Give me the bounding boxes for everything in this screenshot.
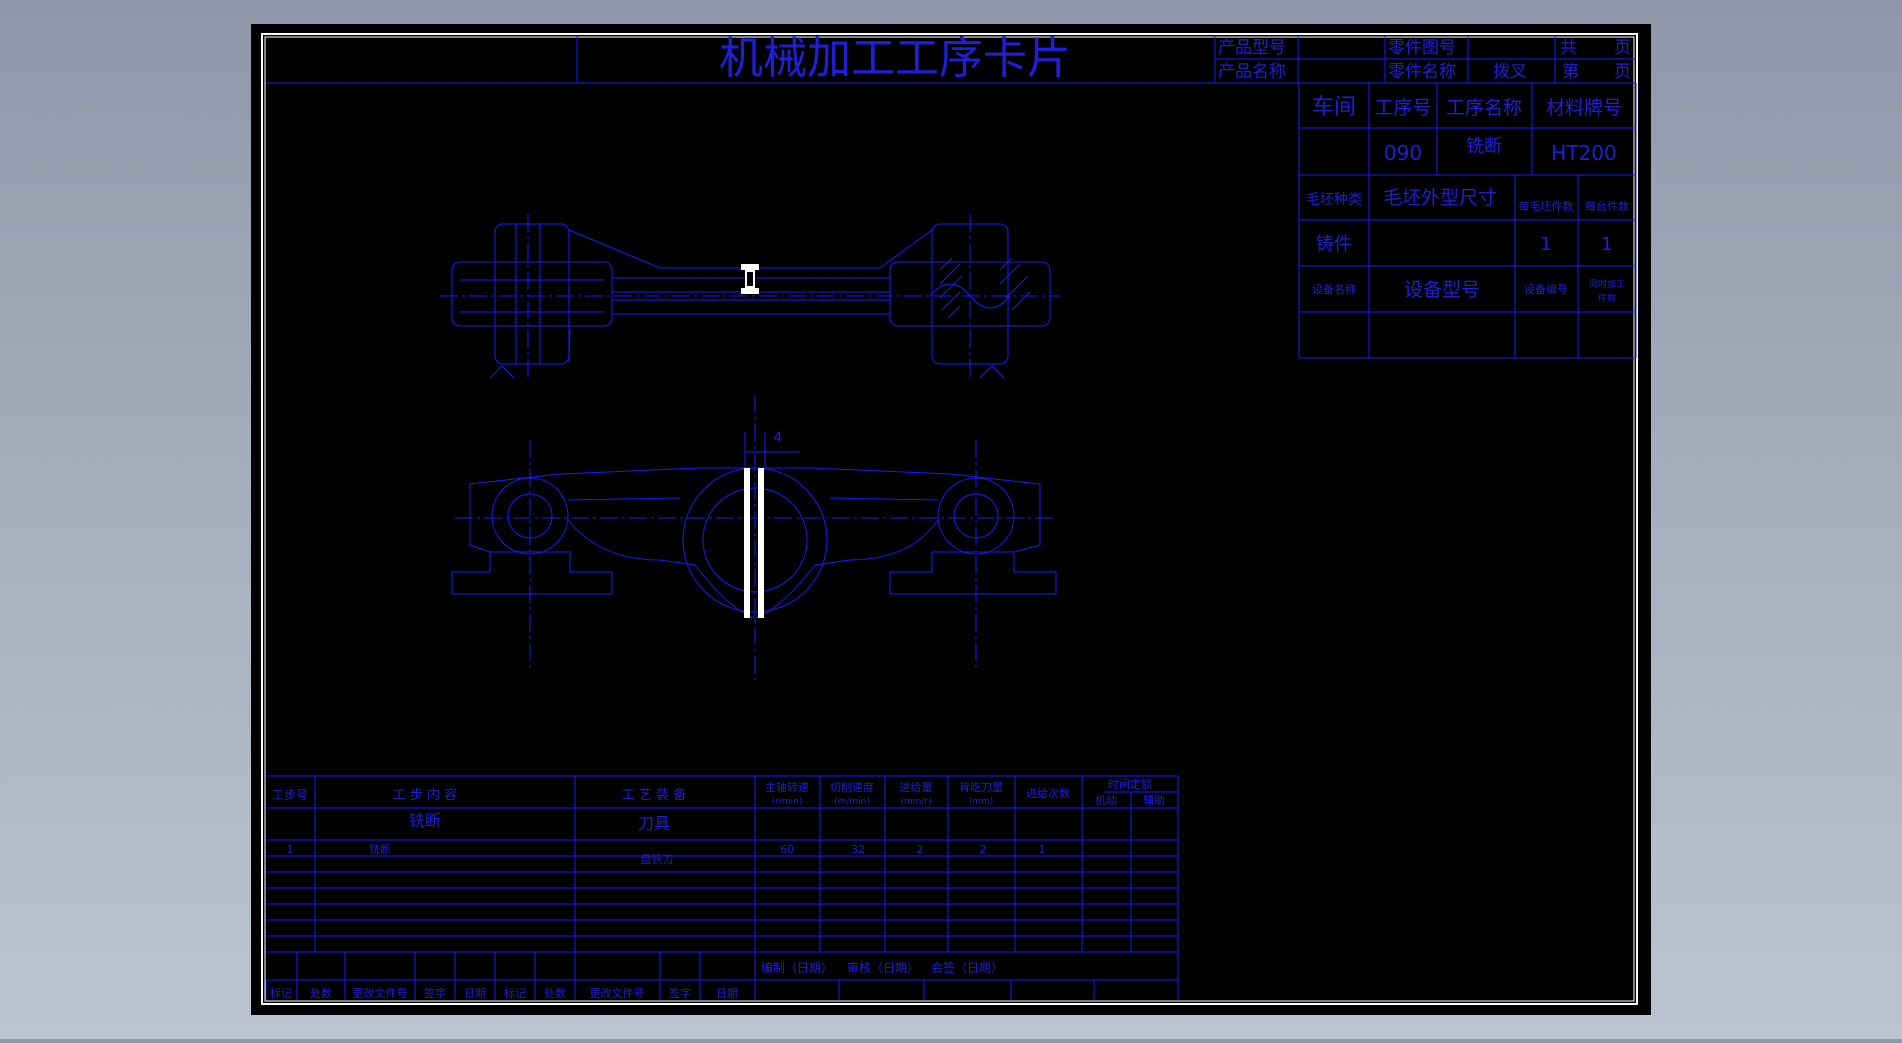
paper-background <box>251 24 1651 1015</box>
info-table-grid <box>1298 83 1637 359</box>
simultaneous-label-1: 同时加工 <box>1589 278 1625 290</box>
row-cut-speed: 32 <box>851 843 865 856</box>
labels: 机械加工工序卡片 产品型号 产品名称 零件图号 零件名称 拨叉 共 页 第 页 … <box>270 33 1631 1000</box>
blank-pieces-value: 1 <box>1540 234 1551 255</box>
front-view <box>451 395 1057 680</box>
compile-label: 编制（日期） <box>761 960 833 975</box>
cutting-speed-label: 切削速度 <box>830 780 874 794</box>
machine-time-label: 机动 <box>1095 793 1117 807</box>
blank-type-value: 铸件 <box>1316 234 1352 255</box>
passes-label: 进给次数 <box>1026 786 1070 800</box>
material-label: 材料牌号 <box>1546 97 1622 119</box>
review-label: 审核（日期） <box>847 960 919 975</box>
title-block-grid <box>266 36 1636 84</box>
feed-unit: (mm/r) <box>900 797 931 807</box>
time-label: 时间定额 <box>1108 777 1152 791</box>
op-no-value: 090 <box>1384 141 1422 165</box>
step-no-label: 工步号 <box>272 788 308 802</box>
linework <box>265 36 1637 1000</box>
part-name-label: 零件名称 <box>1388 62 1456 82</box>
outer-frame <box>261 33 1638 1005</box>
product-model-label: 产品型号 <box>1218 38 1286 58</box>
sign-label-1: 签字 <box>424 986 446 1000</box>
saw-blade-left <box>744 468 750 618</box>
mark-label-2: 标记 <box>504 986 526 1000</box>
equipment-no-label: 设备编号 <box>1524 282 1568 296</box>
part-drawing-no-label: 零件图号 <box>1388 38 1456 58</box>
product-name-label: 产品名称 <box>1218 62 1286 82</box>
equipment-model-label: 设备型号 <box>1404 279 1480 301</box>
step-content-label: 工 步 内 容 <box>393 787 457 803</box>
total-label: 共 <box>1560 38 1577 58</box>
row-depth: 2 <box>980 843 987 856</box>
process-table-grid <box>265 775 1179 1000</box>
op-name-label: 工序名称 <box>1446 97 1522 119</box>
blank-size-label: 毛坯外型尺寸 <box>1383 187 1497 209</box>
depth-unit: (mm) <box>969 797 994 807</box>
parts-per-unit-label: 每台件数 <box>1585 199 1629 213</box>
blank-pieces-label: 每毛坯件数 <box>1519 199 1574 213</box>
mark-label-1: 标记 <box>270 986 292 1000</box>
blank-type-label: 毛坯种类 <box>1306 192 1362 208</box>
doc-no-label-2: 更改文件号 <box>590 986 645 1000</box>
op-no-label: 工序号 <box>1374 97 1431 119</box>
spindle-speed-label: 主轴转速 <box>765 780 809 794</box>
card-title: 机械加工工序卡片 <box>719 33 1071 84</box>
row-feed: 2 <box>917 843 924 856</box>
sheet-label: 第 <box>1562 62 1579 82</box>
row-step: 1 <box>287 843 294 856</box>
spindle-speed-unit: (r/min) <box>772 797 803 807</box>
page-unit-1: 页 <box>1614 38 1631 58</box>
feed-label: 进给量 <box>900 781 933 794</box>
tooling-label: 工 艺 装 备 <box>622 787 686 803</box>
row-speed: 60 <box>780 843 794 856</box>
depth-label: 背吃刀量 <box>959 780 1003 794</box>
simultaneous-label-2: 件数 <box>1598 292 1616 304</box>
inner-frame <box>264 36 1635 1002</box>
tooling-value: 刀具 <box>638 814 670 833</box>
material-value: HT200 <box>1551 141 1616 165</box>
sign-label-2: 签字 <box>669 986 691 1000</box>
countersign-label: 会签（日期） <box>931 960 1003 975</box>
page-unit-2: 页 <box>1614 62 1631 82</box>
dimension-label: 4 <box>774 430 783 446</box>
date-label-1: 日期 <box>464 987 486 1000</box>
row-passes: 1 <box>1039 843 1046 856</box>
parts-per-unit-value: 1 <box>1601 234 1612 255</box>
cutting-speed-unit: (m/min) <box>834 797 870 807</box>
content-value: 铣断 <box>409 811 441 830</box>
count-label-2: 处数 <box>544 987 566 1000</box>
date-label-2: 日期 <box>716 987 738 1000</box>
aux-time-label: 辅助 <box>1143 793 1165 807</box>
saw-blade-right <box>758 468 764 618</box>
count-label-1: 处数 <box>310 987 332 1000</box>
doc-no-label-1: 更改文件号 <box>353 986 408 1000</box>
part-name-value: 拨叉 <box>1493 62 1527 82</box>
row-content: 铣断 <box>369 842 391 856</box>
workshop-label: 车间 <box>1312 95 1356 120</box>
op-name-value: 铣断 <box>1466 136 1502 157</box>
equipment-name-label: 设备名称 <box>1312 282 1356 296</box>
row-tool: 盘铣刀 <box>641 852 674 866</box>
